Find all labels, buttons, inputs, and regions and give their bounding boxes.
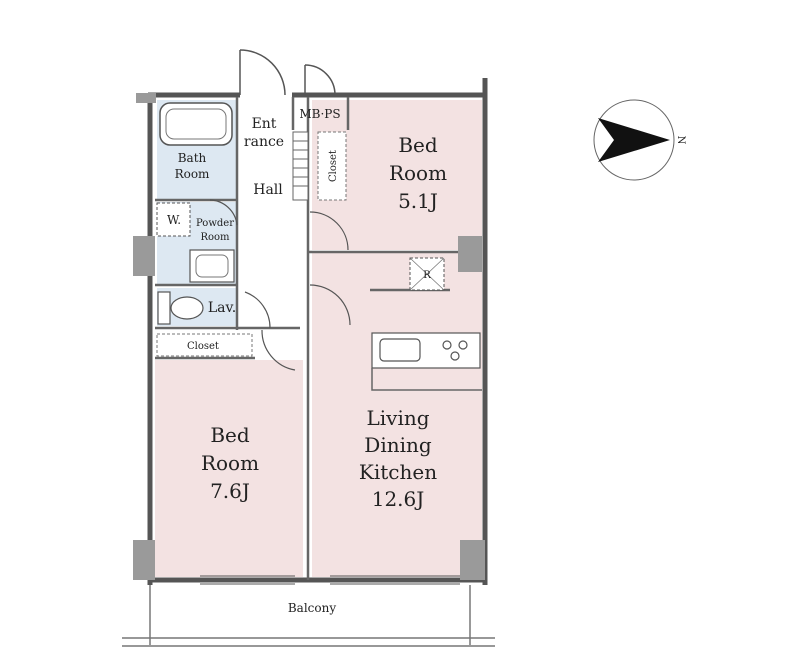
entrance-label-2: rance [244,134,284,150]
ldk-label-3: Kitchen [359,460,437,484]
entrance-doors [239,49,336,96]
bedroom-north-label-1: Bed [398,133,438,157]
hall-label: Hall [253,182,283,198]
entrance-label-1: Ent [252,116,277,132]
closet-south-box [156,333,253,357]
mbps-label: MB·PS [299,107,340,121]
kitchen-wall [371,368,482,391]
pillars [133,93,485,580]
toilet [157,291,204,325]
balcony-outline [122,585,495,647]
ldk-floor [312,252,482,577]
ldk-label-1: Living [366,406,429,430]
kitchen-counter [371,332,481,369]
bathtub [159,102,233,146]
washer-box [156,202,191,237]
lav-label: Lav. [208,300,236,316]
ldk-label-2: Dining [364,433,432,457]
compass-arrow-icon [598,118,670,162]
windows [200,575,460,585]
compass-label: N [675,136,686,145]
bedroom-south-label-3: 7.6J [210,479,250,503]
fridge-label: R [423,270,431,281]
closet-north-box [317,131,347,201]
balcony-label: Balcony [288,601,336,615]
bedroom-south-floor [155,360,303,577]
bedroom-south-label-1: Bed [210,423,250,447]
bath-label-2: Room [175,167,210,181]
powder-label-1: Powder [196,218,234,229]
ldk-label-4: 12.6J [372,487,425,511]
bedroom-north-label-3: 5.1J [398,189,438,213]
shoe-cabinet [292,131,309,201]
closet-north-label: Closet [328,150,339,182]
bath-label-1: Bath [178,151,207,165]
closet-south-label: Closet [187,341,219,352]
walls [147,78,488,585]
powder-label-2: Room [200,232,230,243]
bedroom-south-label-2: Room [201,451,259,475]
bedroom-north-label-2: Room [389,161,447,185]
compass: N [593,99,686,181]
washer-label: W. [167,213,181,227]
interior-doors [209,199,351,371]
